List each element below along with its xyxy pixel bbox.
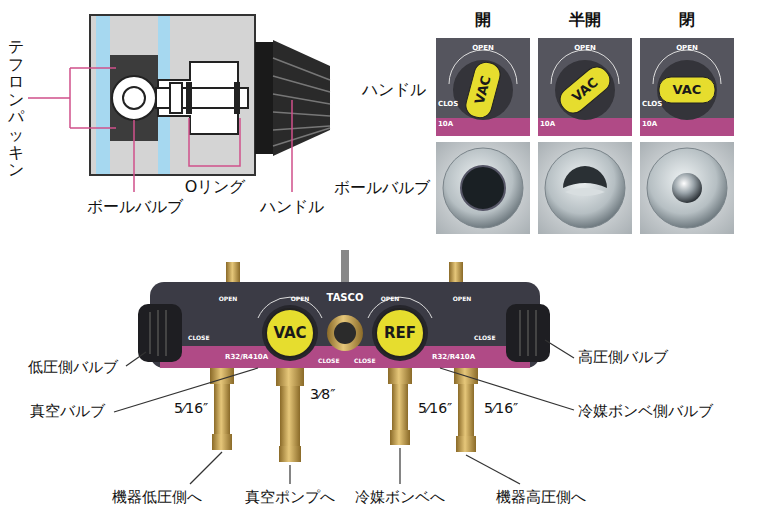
callout-label: 真空バルブ	[30, 402, 105, 420]
part-label: ハンドル	[260, 197, 324, 216]
body-marking: OPEN	[453, 295, 472, 302]
panel-marking: OPEN	[472, 44, 494, 52]
knob-marking: VAC	[569, 75, 601, 105]
manifold	[138, 250, 550, 462]
callout-label: 高圧側バルブ	[578, 348, 668, 366]
row-label: ボールバルブ	[334, 178, 430, 197]
part-label: テフロンパッキン	[8, 38, 24, 179]
panel-marking: 10A	[540, 120, 555, 128]
port-label: 機器低圧側へ	[112, 488, 202, 506]
panel-marking: OPEN	[676, 44, 698, 52]
column-header: 半開	[569, 10, 601, 29]
callout-label: 低圧側バルブ	[28, 358, 118, 376]
knob-marking: VAC	[673, 82, 702, 98]
knob-marking: VAC	[273, 324, 306, 342]
body-marking: OPEN	[381, 295, 400, 302]
body-marking: R32/R410A	[225, 353, 268, 361]
panel-marking: 10A	[438, 120, 453, 128]
valve-section	[28, 15, 330, 192]
body-marking: CLOSE	[354, 357, 376, 364]
size-label: 5⁄16″	[418, 400, 452, 417]
part-label: Oリング	[185, 177, 246, 196]
body-marking: R32/R410A	[432, 353, 475, 361]
handle-photos	[436, 38, 734, 136]
panel-marking: 10A	[642, 120, 657, 128]
body-marking: CLOSE	[474, 334, 496, 341]
panel-marking: CLOS	[642, 100, 662, 108]
size-label: 5⁄16″	[484, 400, 518, 417]
panel-marking: OPEN	[574, 44, 596, 52]
size-label: 3⁄8″	[310, 386, 335, 403]
knob-marking: REF	[384, 324, 416, 342]
callout-label: 冷媒ボンベ側バルブ	[578, 402, 713, 420]
port-label: 真空ポンプへ	[245, 488, 335, 506]
body-marking: CLOSE	[188, 334, 210, 341]
column-header: 閉	[679, 10, 695, 29]
ball-photos	[436, 142, 734, 234]
port-label: 機器高圧側へ	[496, 488, 586, 506]
body-marking: OPEN	[219, 295, 238, 302]
panel-marking: CLOS	[438, 100, 458, 108]
brand-name: TASCO	[327, 292, 364, 304]
column-header: 開	[475, 10, 491, 29]
size-label: 5⁄16″	[174, 400, 208, 417]
body-marking: OPEN	[291, 295, 310, 302]
leader-lines	[114, 340, 574, 484]
knob-marking: VAC	[472, 74, 495, 106]
port-label: 冷媒ボンベへ	[355, 488, 445, 506]
part-label: ボールバルブ	[87, 197, 183, 216]
row-label: ハンドル	[362, 80, 426, 99]
body-marking: CLOSE	[318, 357, 340, 364]
